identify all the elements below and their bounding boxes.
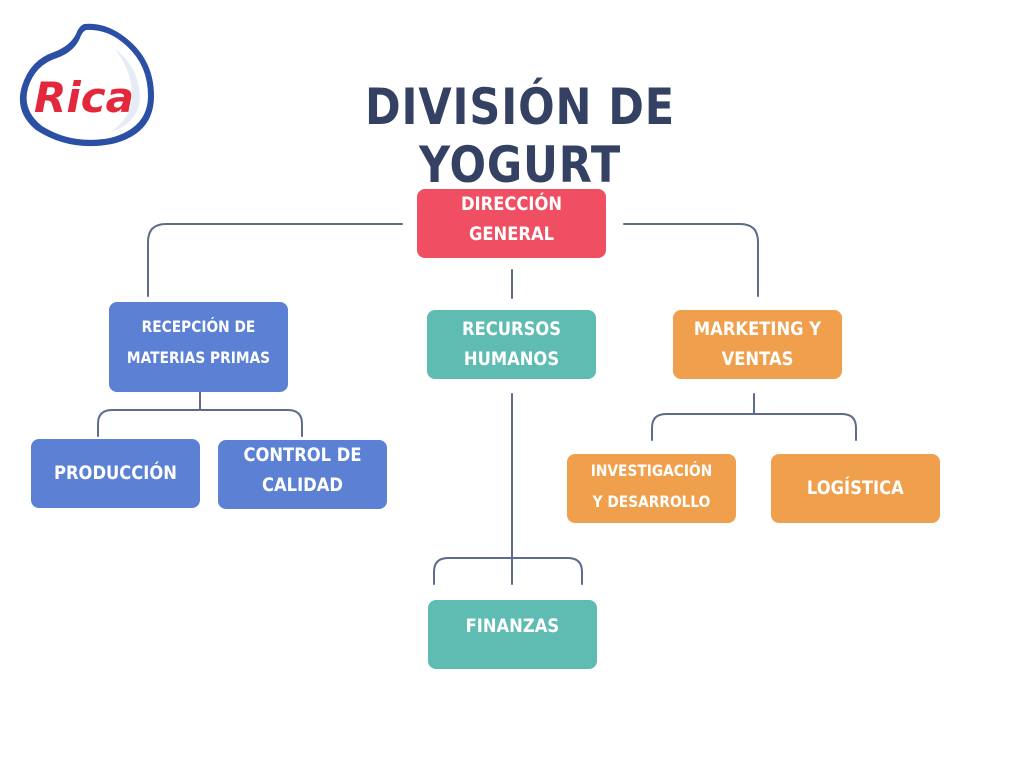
connector-recursos-finanzas <box>433 393 583 585</box>
node-label: INVESTIGACIÓN Y DESARROLLO <box>590 461 713 511</box>
node-label: DIRECCIÓN GENERAL <box>460 193 563 245</box>
logo-text: Rica <box>34 73 134 122</box>
node-label: PRODUCCIÓN <box>54 461 177 484</box>
node-marketing-ventas: MARKETING Y VENTAS <box>673 310 842 379</box>
connector-marketing-hijos <box>651 393 857 441</box>
connector-direccion-marketing <box>623 223 759 297</box>
node-recepcion-materias-primas: RECEPCIÓN DE MATERIAS PRIMAS <box>109 302 288 392</box>
node-logistica: LOGÍSTICA <box>771 454 940 523</box>
node-produccion: PRODUCCIÓN <box>31 439 200 508</box>
node-finanzas: FINANZAS <box>428 600 597 669</box>
node-label: RECEPCIÓN DE MATERIAS PRIMAS <box>126 316 271 367</box>
rica-logo: Rica <box>19 23 154 147</box>
node-label: FINANZAS <box>465 614 560 637</box>
connector-recepcion-hijos <box>97 391 303 437</box>
connector-direccion-recepcion <box>147 223 403 297</box>
node-investigacion-desarrollo: INVESTIGACIÓN Y DESARROLLO <box>567 454 736 523</box>
node-recursos-humanos: RECURSOS HUMANOS <box>427 310 596 379</box>
page-title: DIVISIÓN DE YOGURT <box>364 78 675 194</box>
node-label: CONTROL DE CALIDAD <box>243 444 362 496</box>
logo-drop-fill <box>26 29 148 140</box>
node-label: LOGÍSTICA <box>807 476 904 499</box>
node-label: MARKETING Y VENTAS <box>693 318 822 370</box>
node-label: RECURSOS HUMANOS <box>461 318 562 370</box>
node-control-calidad: CONTROL DE CALIDAD <box>218 440 387 509</box>
logo-drop-shade <box>110 48 140 132</box>
node-direccion-general: DIRECCIÓN GENERAL <box>417 189 606 258</box>
